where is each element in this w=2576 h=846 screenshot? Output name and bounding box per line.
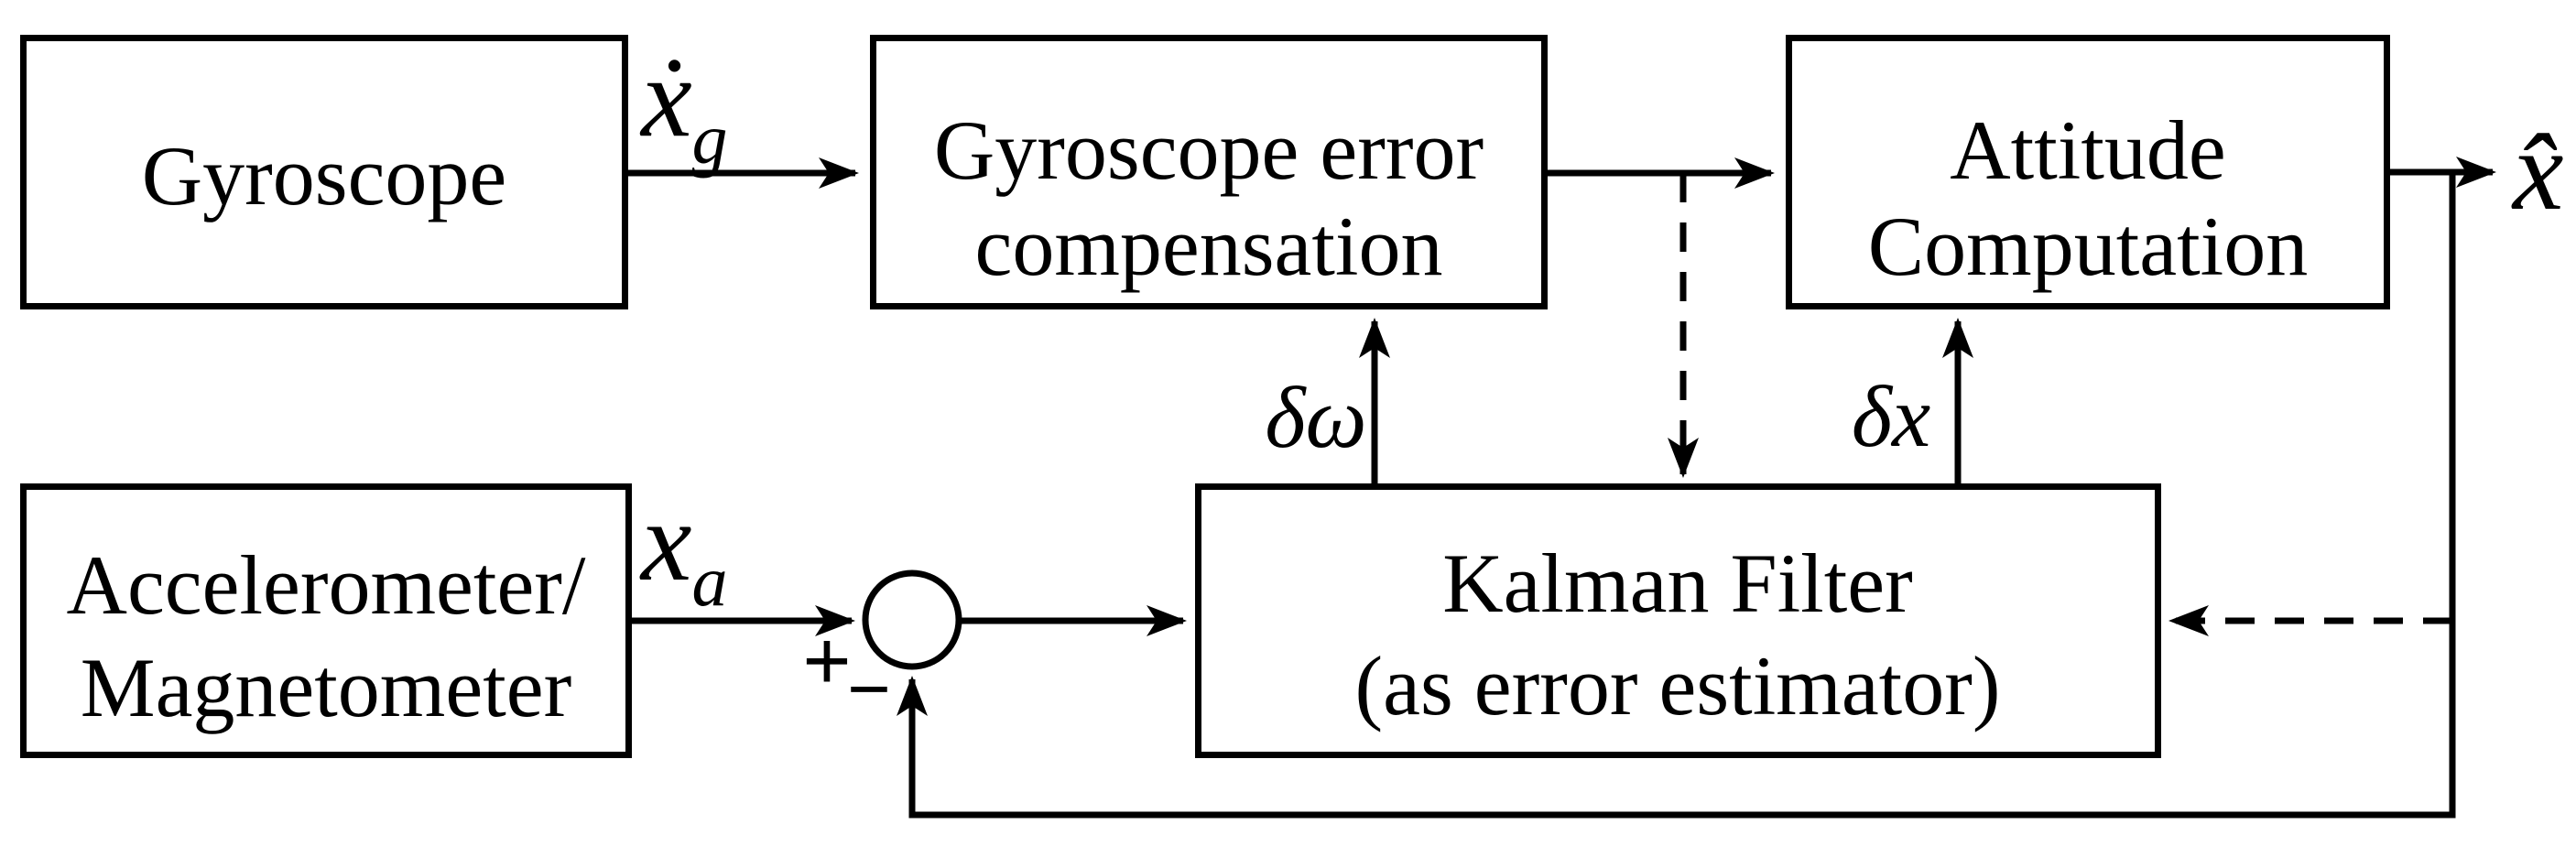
box-attitude-computation: [1786, 35, 2390, 309]
kalman-filter-label-line1: Kalman Filter: [1442, 537, 1913, 630]
signal-label-delta-omega: δω: [1265, 369, 1366, 466]
signal-label-accel-measurement: xa: [639, 479, 727, 621]
box-accelerometer-magnetometer: [20, 483, 632, 758]
box-gyroscope-error-compensation: [870, 35, 1548, 309]
accel-magnetometer-label-line1: Accelerometer/: [67, 538, 586, 632]
accel-measurement-subscript: a: [691, 541, 727, 621]
box-kalman-filter: [1195, 483, 2161, 758]
attitude-computation-label-line1: Attitude: [1950, 103, 2226, 197]
gyro-error-compensation-label-line1: Gyroscope error: [934, 103, 1484, 197]
signal-label-delta-x: δx: [1852, 368, 1930, 465]
gyro-rate-base: ẋ: [639, 35, 691, 161]
summing-junction-circle: [862, 569, 962, 670]
accel-magnetometer-label-line2: Magnetometer: [81, 641, 571, 734]
gyroscope-label: Gyroscope: [142, 129, 507, 222]
summing-plus-sign: +: [802, 613, 852, 710]
signal-label-attitude-estimate: x̂: [2511, 108, 2563, 234]
gyro-error-compensation-label-line2: compensation: [975, 200, 1443, 293]
box-gyroscope: [20, 35, 628, 309]
feedback-loop-to-summing-junction: [897, 172, 2456, 819]
kalman-filter-label-line2: (as error estimator): [1354, 639, 2000, 732]
summing-minus-sign: −: [847, 646, 891, 732]
gyro-rate-subscript: g: [691, 99, 727, 179]
accel-measurement-base: x: [639, 479, 691, 605]
signal-label-gyro-rate: ẋg: [639, 35, 727, 179]
attitude-computation-label-line2: Computation: [1868, 200, 2308, 293]
